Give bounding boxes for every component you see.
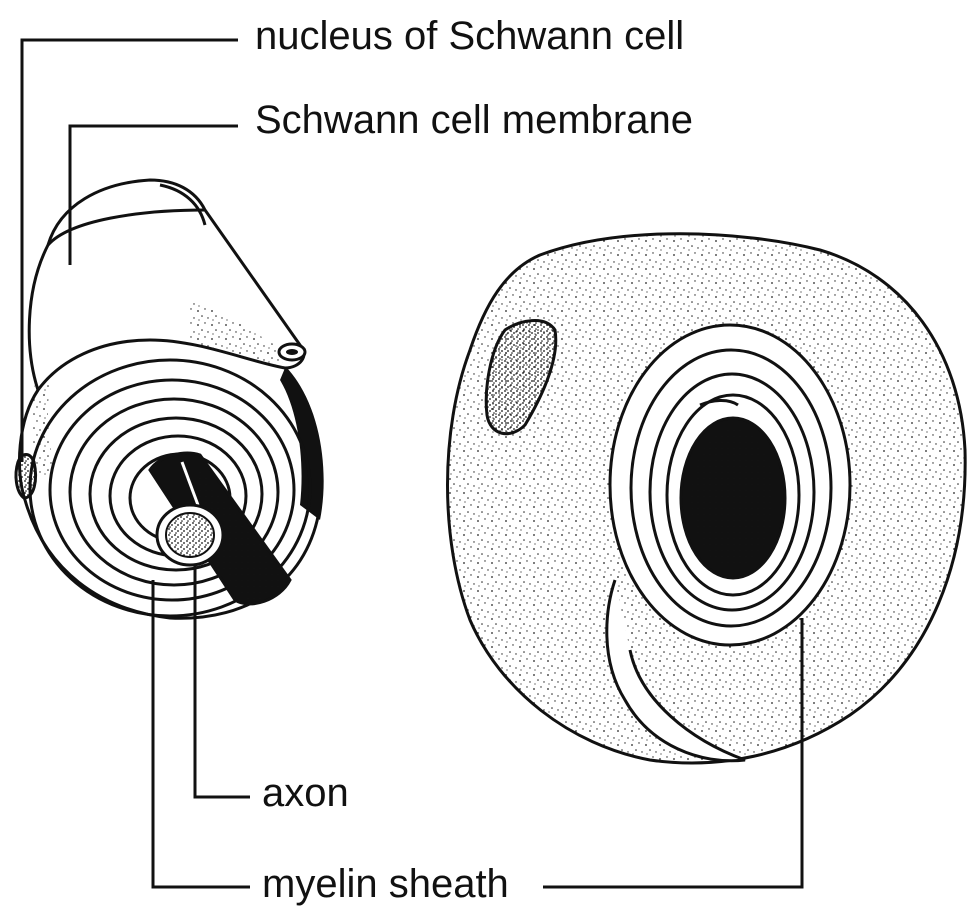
left-3d-view bbox=[16, 180, 324, 618]
label-axon: axon bbox=[262, 773, 349, 813]
label-nucleus: nucleus of Schwann cell bbox=[255, 16, 684, 56]
label-myelin: myelin sheath bbox=[262, 864, 509, 904]
label-membrane: Schwann cell membrane bbox=[255, 100, 693, 140]
axon-cross-inner bbox=[691, 428, 775, 568]
flap-tip-hole bbox=[286, 349, 298, 355]
axon-end-inner bbox=[166, 513, 214, 557]
leader-myelin-left bbox=[153, 580, 250, 887]
schwann-nucleus-left bbox=[16, 455, 36, 499]
right-cross-section bbox=[448, 234, 966, 763]
